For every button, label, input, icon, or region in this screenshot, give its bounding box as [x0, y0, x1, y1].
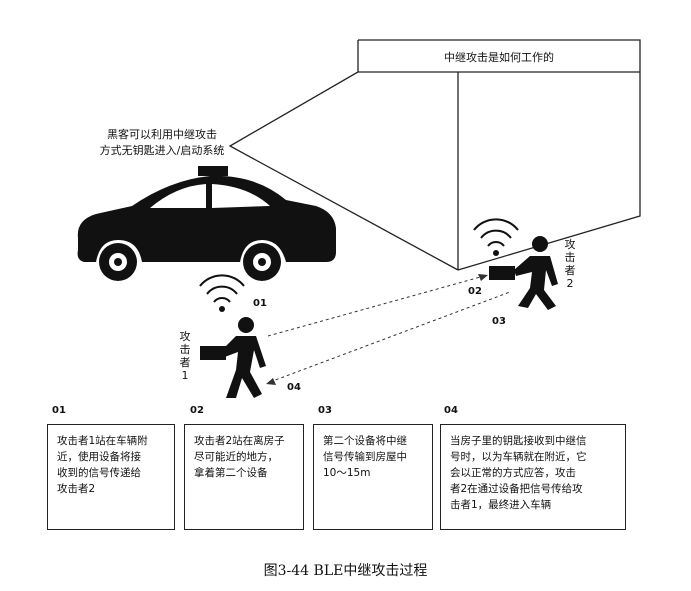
step-text-line: 信号传输到房屋中 — [323, 451, 407, 463]
hacker-note-line: 黑客可以利用中继攻击 — [107, 128, 217, 141]
step-text-line: 收到的信号传递给 — [57, 467, 141, 479]
step-text-line: 近，使用设备将接 — [57, 451, 141, 463]
step-text-line: 者2在通过设备把信号传给攻 — [450, 483, 583, 495]
attacker-1-figure-icon — [200, 317, 266, 398]
attacker-1-label-char: 1 — [181, 369, 189, 382]
step-box-01: 攻击者1站在车辆附 近，使用设备将接 收到的信号传递给 攻击者2 — [47, 424, 175, 530]
attacker-2-label: 攻 击 者 2 — [563, 238, 577, 290]
step-box-04: 当房子里的钥匙接收到中继信 号时，以为车辆就在附近，它 会以正常的方式应答，攻击… — [440, 424, 626, 530]
step-text-line: 当房子里的钥匙接收到中继信 — [450, 435, 587, 447]
house-title: 中继攻击是如何工作的 — [444, 51, 554, 64]
step-text-line: 10～15m — [323, 467, 371, 479]
step-text-line: 尽可能近的地方， — [194, 451, 278, 463]
step-text-line: 会以正常的方式应答，攻击 — [450, 467, 576, 479]
step-box-03: 第二个设备将中继 信号传输到房屋中 10～15m — [313, 424, 433, 530]
attacker-1-label: 攻 击 者 1 — [178, 330, 192, 382]
signal-label-02: 02 — [468, 286, 482, 297]
step-text-line: 号时，以为车辆就在附近，它 — [450, 451, 587, 463]
attacker-1-label-char: 击 — [179, 343, 191, 356]
signal-label-01: 01 — [253, 298, 267, 309]
attacker-2-label-char: 攻 — [564, 238, 576, 251]
step-number: 03 — [318, 405, 332, 416]
step-number: 01 — [52, 405, 66, 416]
arrowhead-icon — [478, 274, 488, 281]
attacker-2-label-char: 2 — [566, 277, 574, 290]
wifi-signal-icon — [199, 274, 245, 312]
relay-signal-lines — [267, 275, 511, 383]
attacker-1-label-char: 攻 — [179, 330, 191, 343]
step-text-line: 拿着第二个设备 — [194, 467, 268, 479]
step-text-line: 攻击者2站在离房子 — [194, 435, 285, 447]
attacker-1-label-char: 者 — [179, 356, 191, 369]
hacker-note-line: 方式无钥匙进入/启动系统 — [99, 144, 225, 157]
step-box-02: 攻击者2站在离房子 尽可能近的地方， 拿着第二个设备 — [184, 424, 304, 530]
figure-caption: 图3-44 BLE中继攻击过程 — [263, 563, 428, 579]
step-text-line: 第二个设备将中继 — [323, 435, 407, 447]
step-text-line: 攻击者2 — [57, 483, 96, 495]
step-number: 04 — [444, 405, 458, 416]
hacker-note: 黑客可以利用中继攻击 方式无钥匙进入/启动系统 — [76, 127, 248, 159]
house-outline — [228, 39, 641, 271]
signal-label-03: 03 — [492, 316, 506, 327]
step-text-line: 攻击者1站在车辆附 — [57, 435, 148, 447]
step-text-line: 击者1，最终进入车辆 — [450, 499, 552, 511]
attacker-2-label-char: 者 — [564, 264, 576, 277]
attacker-2-figure-icon — [489, 236, 558, 310]
wifi-signal-icon — [473, 218, 519, 256]
attacker-2-label-char: 击 — [564, 251, 576, 264]
arrowhead-icon — [266, 378, 276, 385]
car-icon — [77, 166, 336, 281]
signal-label-04: 04 — [287, 382, 301, 393]
step-number: 02 — [190, 405, 204, 416]
